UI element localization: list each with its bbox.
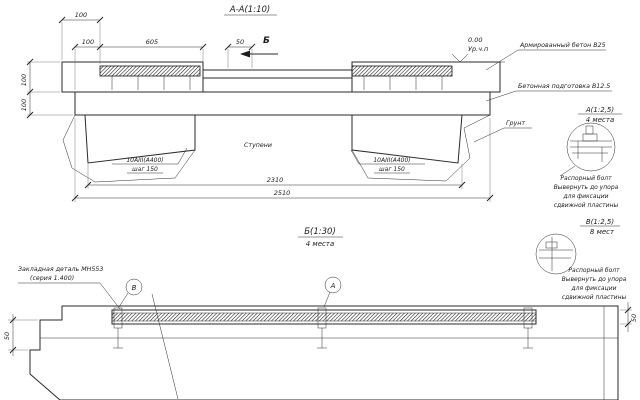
section-marker-b: Б	[263, 36, 270, 46]
bolt-left	[113, 307, 123, 349]
rebar-spec-left: 10АIII(А400)	[126, 157, 163, 164]
steps-label: Ступени	[244, 142, 272, 149]
detail-b-note: Распорный болт Вывернуть до упора для фи…	[562, 267, 627, 301]
section-b-dim-left: 50	[3, 314, 38, 356]
dim-50-left: 50	[3, 332, 11, 340]
left-leg	[84, 114, 196, 164]
reinforced-concrete-label: Армированный бетон В25	[519, 41, 606, 49]
section-aa-dimensions-bottom: 2310 2510	[71, 118, 494, 202]
dim-2510: 2510	[274, 189, 291, 197]
detail-a-note: Распорный болт Вывернуть до упора для фи…	[554, 175, 619, 209]
detail-a: А(1:2,5) 4 места Распорный болт Вывернут…	[554, 106, 622, 209]
concrete-prep-label: Бетонная подготовка В12.5	[518, 83, 610, 90]
section-b-title: Б(1:30)	[304, 227, 336, 237]
detail-b-note-2: Вывернуть до упора	[562, 276, 627, 283]
level-name: Ур.ч.п	[468, 45, 488, 53]
section-b: Б(1:30) 4 места Закладная деталь МН553 (…	[3, 227, 638, 400]
plan-body	[29, 305, 619, 400]
detail-a-linework	[570, 125, 612, 162]
bottom-leader	[151, 293, 179, 400]
embedded-detail-line1: Закладная деталь МН553	[18, 266, 103, 273]
callout-a-label: А	[330, 282, 336, 290]
detail-a-note-3: для фиксации	[562, 193, 608, 200]
detail-a-note-2: Вывернуть до упора	[554, 184, 619, 191]
detail-a-note-leader	[559, 165, 576, 177]
detail-a-circle	[566, 122, 616, 172]
bolt-middle	[317, 307, 327, 349]
dim-2310: 2310	[267, 176, 284, 184]
plan-bolts	[113, 307, 533, 349]
section-b-places: 4 места	[306, 240, 334, 248]
section-aa-leaders: Армированный бетон В25 Бетонная подготов…	[473, 41, 612, 143]
section-aa-title: А-А(1:10)	[229, 5, 270, 15]
detail-a-places: 4 места	[586, 116, 614, 124]
detail-b-places: 8 мест	[590, 228, 615, 236]
rebar-step-left: шаг 150	[132, 166, 158, 173]
embedded-plate-right	[351, 65, 453, 77]
section-aa-linework: Ступени	[61, 61, 501, 183]
rebar-step-right: шаг 150	[379, 166, 405, 173]
bolt-right	[523, 307, 533, 349]
detail-b-note-3: для фиксации	[570, 285, 616, 292]
dim-100-top: 100	[75, 11, 87, 19]
callout-v: В	[118, 278, 143, 308]
detail-a-title: А(1:2,5)	[585, 106, 614, 114]
right-leg	[351, 114, 463, 164]
soil-line-right	[351, 114, 491, 182]
detail-a-note-4: сдвижной пластины	[554, 202, 619, 209]
detail-b-title: В(1:2,5)	[586, 218, 614, 226]
prep-band	[74, 91, 491, 116]
embedded-detail-label: Закладная деталь МН553 (серия 1.400)	[18, 266, 121, 310]
detail-b: В(1:2,5) 8 мест Распорный болт Вывернуть…	[535, 218, 627, 301]
dim-100-left-upper: 100	[20, 74, 28, 86]
soil-line-left	[62, 114, 196, 183]
level-value: 0.00	[468, 36, 482, 44]
level-flag	[451, 53, 469, 63]
rebar-note-left: 10АIII(А400) шаг 150	[112, 147, 188, 174]
rebar-spec-right: 10АIII(А400)	[373, 157, 410, 164]
section-arrow	[240, 50, 250, 58]
soil-label: Грунт	[506, 120, 525, 127]
detail-b-note-4: сдвижной пластины	[562, 294, 627, 301]
plan-embedded-plate	[111, 309, 537, 325]
section-aa-dimensions-left: 100 100	[20, 58, 73, 119]
callout-a: А	[323, 276, 342, 308]
dim-50-top: 50	[236, 38, 244, 46]
callout-v-label: В	[132, 284, 137, 292]
section-aa: А-А(1:10)	[20, 5, 612, 202]
detail-b-circle	[535, 233, 577, 275]
section-b-dim-right: 50	[620, 302, 638, 332]
dim-605: 605	[146, 38, 158, 46]
detail-b-linework	[539, 237, 573, 271]
embedded-plate-left	[99, 65, 201, 77]
dim-100-row2: 100	[82, 38, 94, 46]
section-aa-dimensions-top: 100 100 605 50 Б 0.00 Ур.ч.п	[58, 11, 505, 90]
plate-anchors	[111, 76, 443, 90]
rebar-note-right: 10АIII(А400) шаг 150	[350, 149, 425, 174]
detail-b-note-1: Распорный болт	[568, 267, 620, 274]
embedded-detail-line2: (серия 1.400)	[30, 275, 74, 282]
dim-100-left-lower: 100	[20, 99, 28, 111]
dim-50-right: 50	[630, 314, 638, 322]
detail-a-note-1: Распорный болт	[560, 175, 612, 182]
